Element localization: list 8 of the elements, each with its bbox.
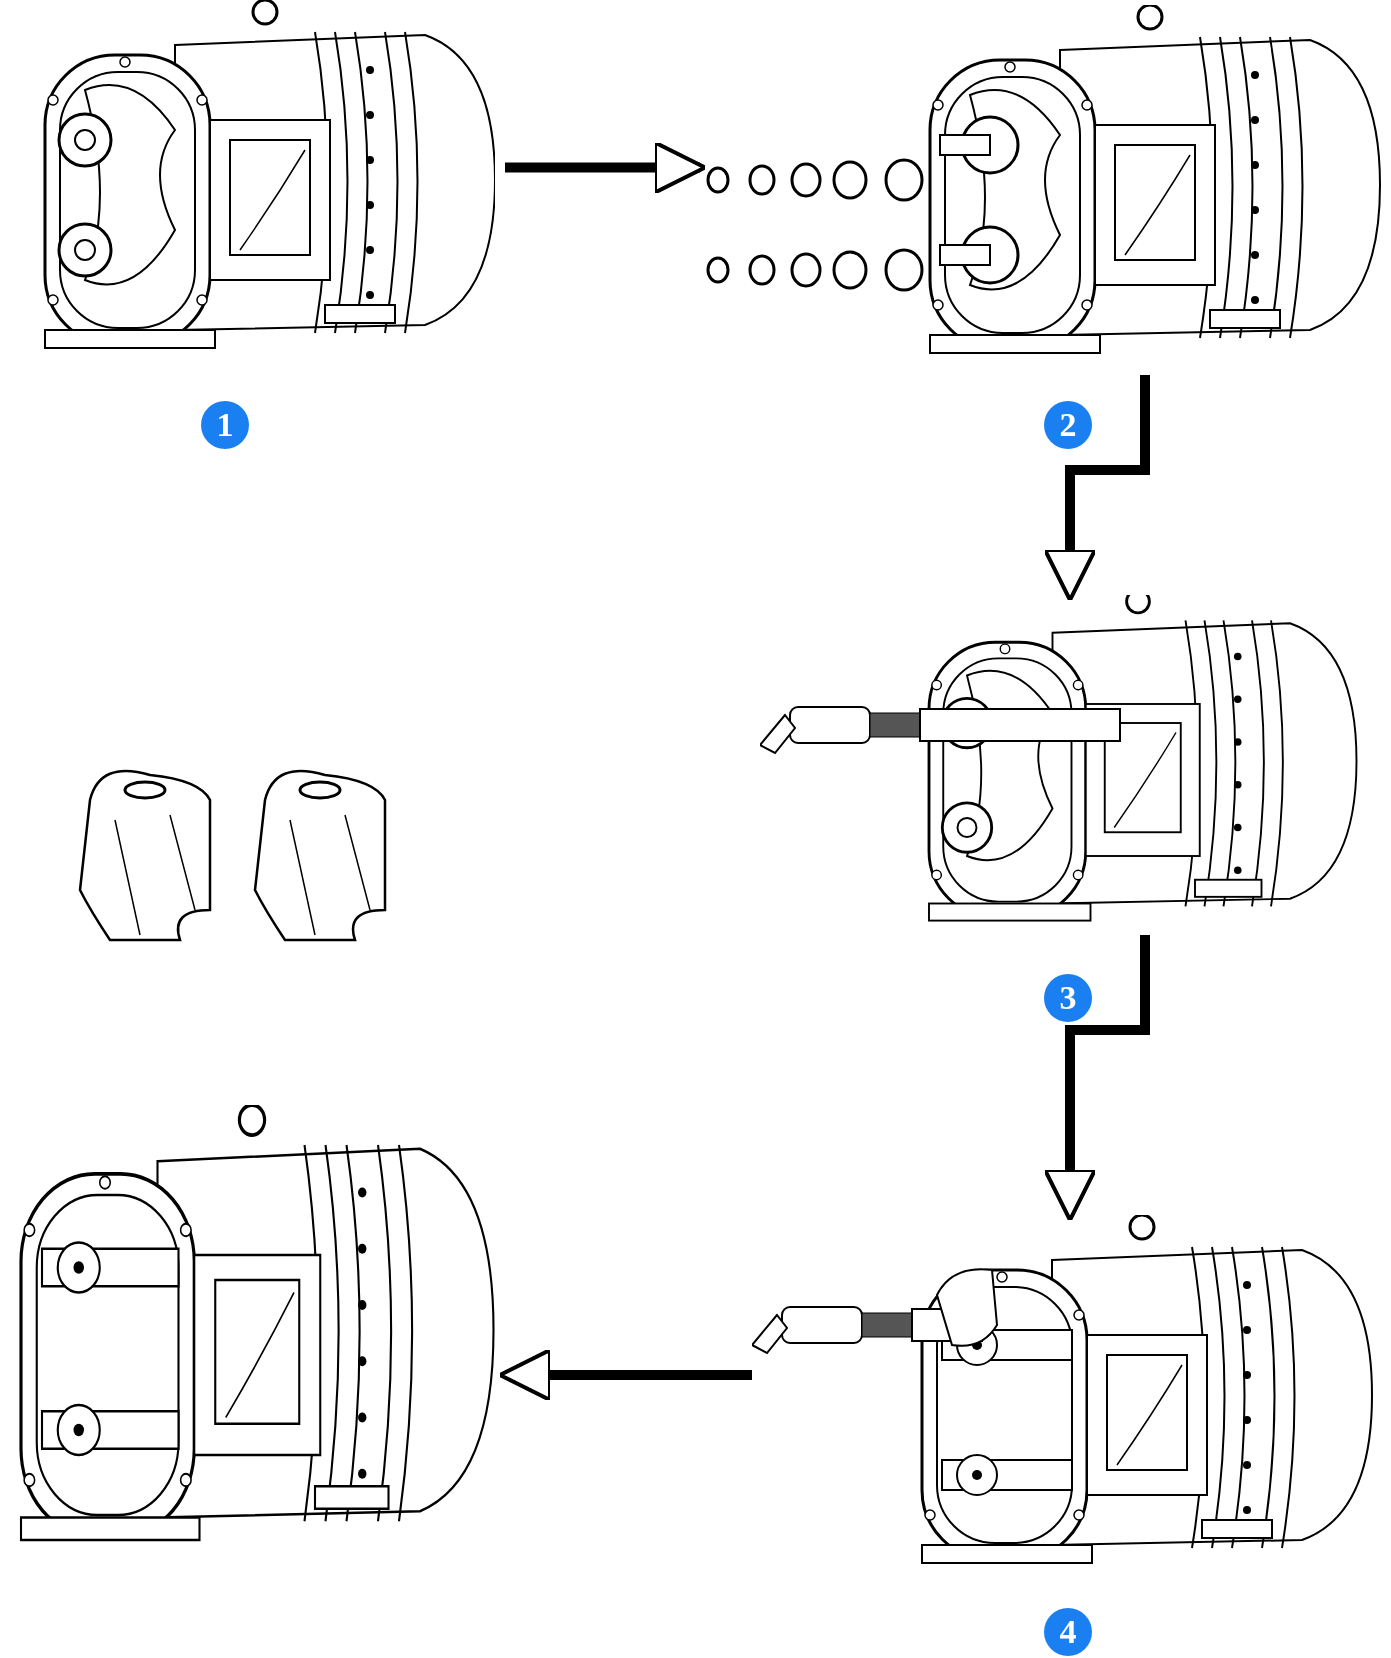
step-number-badge: 1 [201, 401, 249, 449]
step-number-badge: 3 [1044, 974, 1092, 1022]
arrow [1043, 935, 1150, 1222]
step-number-badge: 4 [1044, 1608, 1092, 1656]
arrow [505, 140, 707, 195]
step-number-badge: 2 [1044, 401, 1092, 449]
arrow [1043, 375, 1150, 602]
arrow [498, 1348, 752, 1402]
